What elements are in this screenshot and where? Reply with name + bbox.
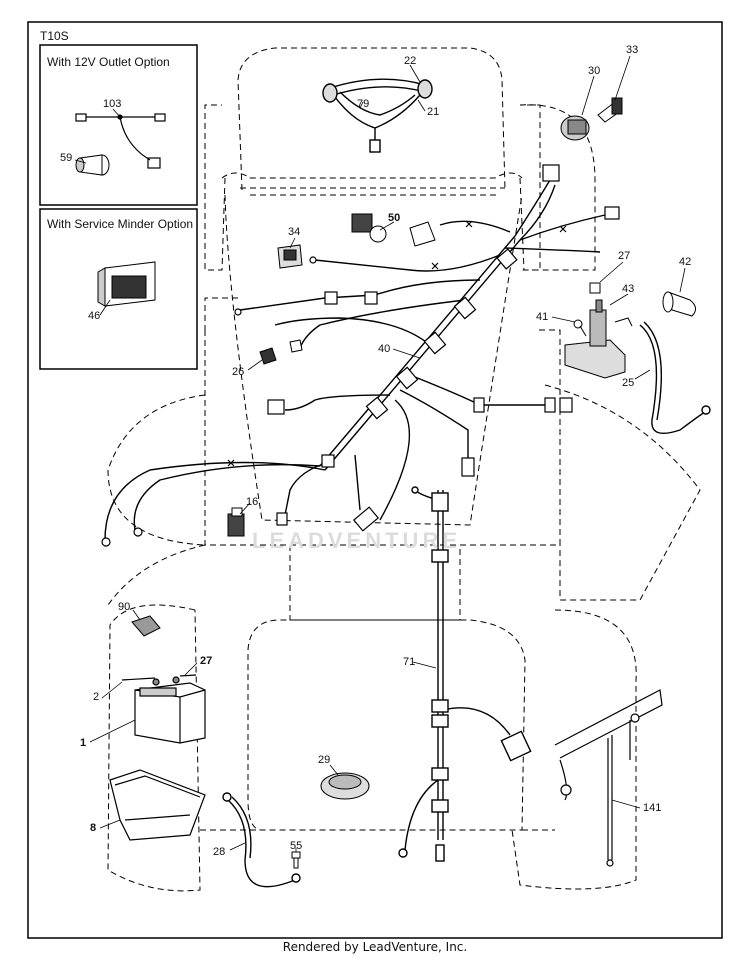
grommet-29 bbox=[320, 772, 370, 800]
switch-50 bbox=[351, 213, 436, 247]
harness-71 bbox=[398, 486, 532, 862]
callout-25: 25 bbox=[622, 377, 635, 389]
callout-27: 27 bbox=[618, 250, 631, 262]
callout-90: 90 bbox=[118, 601, 131, 613]
callout-26: 26 bbox=[232, 366, 245, 378]
key-33 bbox=[597, 97, 623, 123]
switch-34 bbox=[277, 244, 303, 269]
outer-frame bbox=[27, 21, 723, 939]
callout-16: 16 bbox=[246, 496, 259, 508]
battery-tray-8 bbox=[109, 769, 206, 841]
bracket-141 bbox=[554, 689, 663, 867]
callout-1: 1 bbox=[80, 737, 87, 749]
callout-141: 141 bbox=[643, 802, 662, 814]
bolt-55 bbox=[291, 851, 301, 869]
relay-16 bbox=[227, 507, 245, 537]
battery-1 bbox=[121, 674, 206, 744]
inset-title-service-minder: With Service Minder Option bbox=[47, 217, 194, 231]
callout-55: 55 bbox=[290, 840, 303, 852]
callout-28: 28 bbox=[213, 846, 226, 858]
callout-22: 22 bbox=[404, 55, 417, 67]
part-90 bbox=[131, 615, 161, 637]
callout-29: 29 bbox=[318, 754, 331, 766]
callout-103: 103 bbox=[103, 98, 122, 110]
callout-59: 59 bbox=[60, 152, 73, 164]
seat-switch-harness bbox=[322, 78, 433, 153]
callout-79: 79 bbox=[357, 98, 370, 110]
callout-34: 34 bbox=[288, 226, 301, 238]
callout-71: 71 bbox=[403, 656, 416, 668]
callout-21: 21 bbox=[427, 106, 440, 118]
footer-credit: Rendered by LeadVenture, Inc. bbox=[282, 940, 468, 954]
outlet-59 bbox=[75, 154, 110, 176]
connector-26 bbox=[259, 339, 303, 365]
callout-8: 8 bbox=[90, 822, 97, 834]
callout-42: 42 bbox=[679, 256, 692, 268]
inset-title-12v-outlet: With 12V Outlet Option bbox=[47, 55, 170, 69]
main-harness-40 bbox=[104, 179, 606, 541]
service-minder-46 bbox=[97, 261, 156, 307]
callout-50: 50 bbox=[388, 212, 401, 224]
leader-lines bbox=[74, 55, 686, 852]
callout-2: 2 bbox=[93, 691, 100, 703]
solenoid-43 bbox=[564, 282, 633, 379]
harness-connectors bbox=[101, 164, 620, 547]
inset-12v-outlet-box bbox=[39, 44, 198, 206]
harness-103 bbox=[75, 113, 166, 169]
callout-41: 41 bbox=[536, 311, 549, 323]
callout-46: 46 bbox=[88, 310, 101, 322]
callout-33: 33 bbox=[626, 44, 639, 56]
cable-25 bbox=[639, 321, 711, 434]
callout-43: 43 bbox=[622, 283, 635, 295]
cut-marks bbox=[227, 220, 567, 467]
callout-30: 30 bbox=[588, 65, 601, 77]
boot-42 bbox=[662, 291, 696, 317]
ignition-switch-30 bbox=[560, 115, 590, 141]
watermark: LEADVENTURE bbox=[252, 528, 462, 553]
page-id: T10S bbox=[40, 29, 69, 43]
cable-28 bbox=[222, 792, 301, 888]
callout-27-battery: 27 bbox=[200, 655, 213, 667]
callout-40: 40 bbox=[378, 343, 391, 355]
